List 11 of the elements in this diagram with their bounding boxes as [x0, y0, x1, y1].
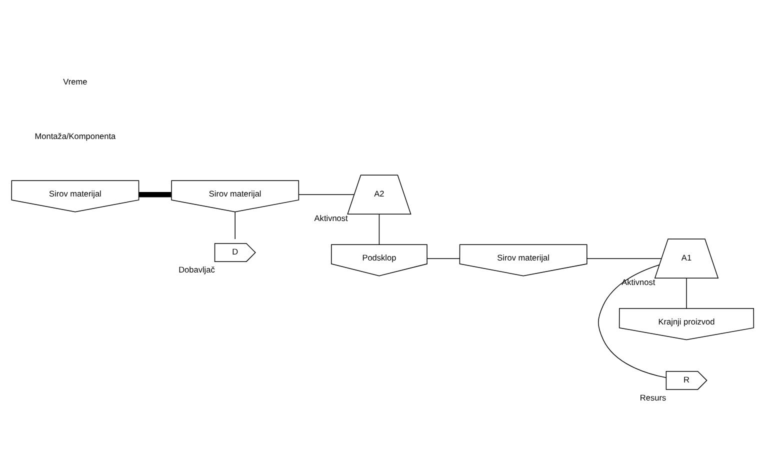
node-label: Aktivnost	[314, 213, 348, 222]
connector	[598, 264, 666, 378]
node-label: Resurs	[640, 393, 666, 402]
connector	[686, 277, 687, 308]
label: Montaža/Komponenta	[34, 131, 116, 140]
connector	[378, 213, 380, 244]
node-label: Aktivnost	[622, 277, 656, 286]
connector	[234, 211, 236, 239]
connector	[139, 192, 172, 197]
label: Vreme	[63, 77, 88, 86]
node-label: Dobavljač	[178, 265, 215, 274]
